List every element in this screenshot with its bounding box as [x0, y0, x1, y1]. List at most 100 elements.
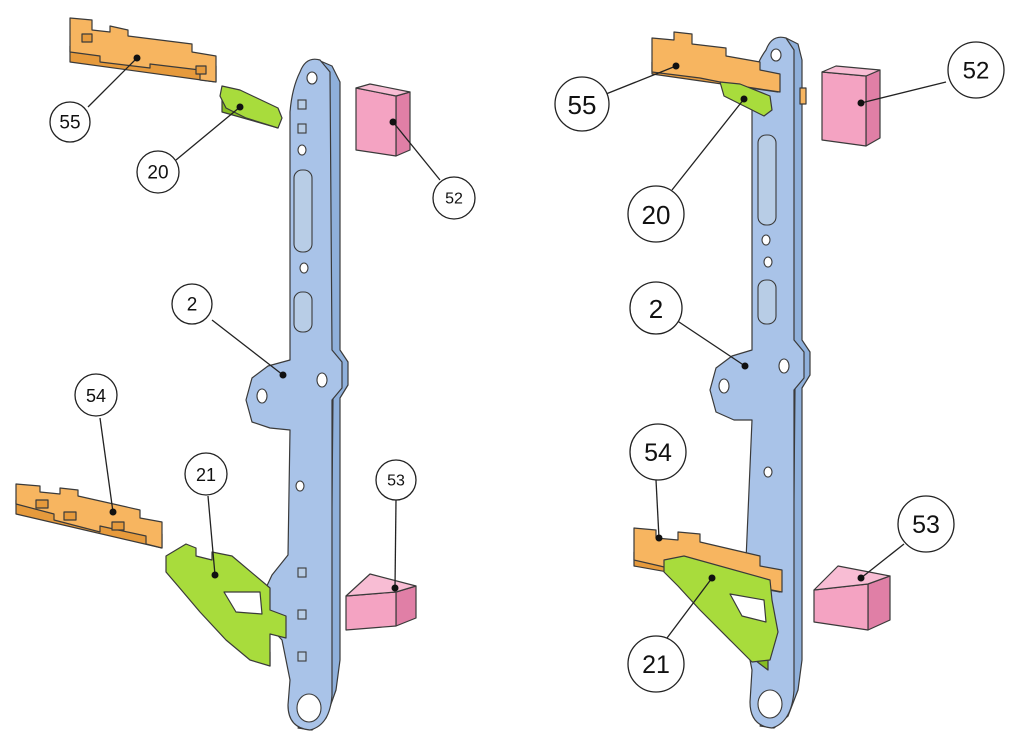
plate-long-slot — [757, 134, 777, 226]
leader-dot-54-right — [655, 534, 663, 542]
block-pink-bottom-top — [813, 565, 891, 591]
callout-2-left: 2 — [171, 283, 213, 325]
leader-dot-53-left — [391, 584, 399, 592]
leader-dot-52-right — [857, 99, 865, 107]
callout-20-left: 20 — [136, 150, 180, 194]
plate-top-hole — [770, 48, 782, 62]
plate-small-hole-2 — [763, 256, 773, 268]
block-pink-top-lip — [355, 83, 411, 97]
callout-53-left: 53 — [375, 459, 417, 501]
leader-21-left — [207, 495, 216, 576]
callout-2-right: 2 — [629, 281, 683, 335]
block-pink-top-side — [395, 91, 411, 157]
plate-short-slot — [293, 291, 313, 333]
block-pink-top-part — [821, 65, 881, 147]
callout-label: 53 — [387, 473, 405, 490]
bracket-orange-top-part — [651, 31, 807, 105]
bracket-green-bottom-window — [223, 591, 263, 615]
callout-52-right: 52 — [947, 41, 1005, 99]
block-pink-top-side — [865, 69, 881, 147]
leader-dot-52-left — [389, 118, 397, 126]
bracket-green-bottom-window — [729, 593, 767, 623]
bracket-orange-bottom-part — [15, 483, 163, 549]
bracket-green-bottom-part — [165, 543, 287, 667]
leader-20-left — [175, 106, 241, 161]
plate-small-hole-2 — [299, 262, 309, 274]
block-pink-bottom-side — [867, 575, 891, 631]
leader-dot-53-right — [857, 574, 865, 582]
block-pink-bottom-side — [395, 585, 417, 627]
plate-right-hole — [316, 372, 328, 388]
leader-52-right — [860, 81, 947, 104]
leader-dot-20-left — [236, 103, 244, 111]
leader-dot-54-left — [109, 508, 117, 516]
leader-dot-2-left — [279, 371, 287, 379]
block-pink-bottom-part — [345, 573, 417, 631]
plate-small-hole-3 — [763, 466, 773, 478]
callout-label: 52 — [963, 58, 990, 85]
plate-ear-hole — [256, 388, 268, 404]
leader-55-left — [87, 57, 138, 108]
block-pink-bottom-part — [813, 565, 891, 631]
callout-label: 20 — [147, 163, 168, 184]
clip-green-top-part — [219, 85, 283, 129]
block-pink-bottom-top — [345, 573, 417, 597]
block-pink-top-lip — [821, 65, 881, 77]
exploded-view: 55 20 52 2 54 21 53 — [15, 17, 476, 731]
leader-dot-55-right — [672, 62, 680, 70]
callout-54-right: 54 — [629, 423, 687, 481]
plate-top-hole — [306, 71, 318, 85]
plate-face — [245, 58, 343, 731]
plate-short-slot — [757, 279, 777, 325]
block-pink-top-face — [821, 71, 867, 147]
callout-label: 21 — [196, 465, 216, 485]
bracket-orange-bottom-notch-2 — [63, 511, 77, 521]
leader-54-left — [99, 417, 114, 513]
plate-blue-part — [245, 58, 349, 731]
bracket-orange-top-tab — [799, 87, 807, 105]
bracket-orange-top-notch-1 — [81, 33, 93, 43]
leader-dot-2-right — [741, 362, 749, 370]
callout-label: 55 — [59, 113, 80, 134]
callout-label: 20 — [642, 200, 671, 230]
plate-ear-hole — [718, 378, 730, 394]
plate-square-hole-4 — [297, 609, 307, 620]
bracket-orange-top-face — [69, 17, 217, 83]
bracket-orange-bottom-notch-3 — [111, 521, 125, 531]
plate-blue-part — [709, 36, 811, 729]
plate-square-hole-3 — [297, 567, 307, 578]
callout-53-right: 53 — [897, 495, 955, 553]
bracket-green-bottom-face — [663, 555, 779, 663]
plate-small-hole-3 — [295, 480, 305, 492]
leader-dot-21-right — [708, 574, 716, 582]
plate-small-hole-1 — [297, 144, 307, 156]
callout-52-left: 52 — [432, 176, 476, 220]
leader-dot-21-left — [211, 571, 219, 579]
leader-2-left — [211, 319, 284, 376]
plate-square-hole-1 — [297, 99, 307, 110]
callout-55-left: 55 — [49, 101, 91, 143]
callout-label: 55 — [568, 90, 597, 120]
callout-21-left: 21 — [184, 452, 228, 496]
callout-label: 2 — [649, 294, 663, 324]
leader-52-left — [392, 121, 441, 181]
plate-small-hole-1 — [761, 234, 771, 246]
callout-label: 21 — [642, 651, 670, 679]
callout-55-right: 55 — [554, 76, 610, 132]
plate-square-hole-2 — [297, 123, 307, 134]
bracket-orange-bottom-notch-1 — [35, 499, 49, 509]
leader-dot-20-right — [740, 95, 748, 103]
bracket-green-bottom-face — [165, 543, 287, 667]
bracket-orange-bottom-face — [15, 483, 163, 549]
bracket-green-bottom-part — [663, 555, 779, 671]
plate-square-hole-5 — [297, 651, 307, 662]
block-pink-top-part — [355, 83, 411, 157]
leader-54-right — [655, 479, 660, 539]
callout-label: 54 — [644, 439, 672, 467]
callout-label: 53 — [912, 511, 940, 539]
bracket-orange-top-notch-2 — [195, 65, 207, 75]
bracket-orange-top-part — [69, 17, 217, 83]
callout-54-left: 54 — [74, 373, 118, 417]
leader-53-left — [394, 499, 397, 589]
